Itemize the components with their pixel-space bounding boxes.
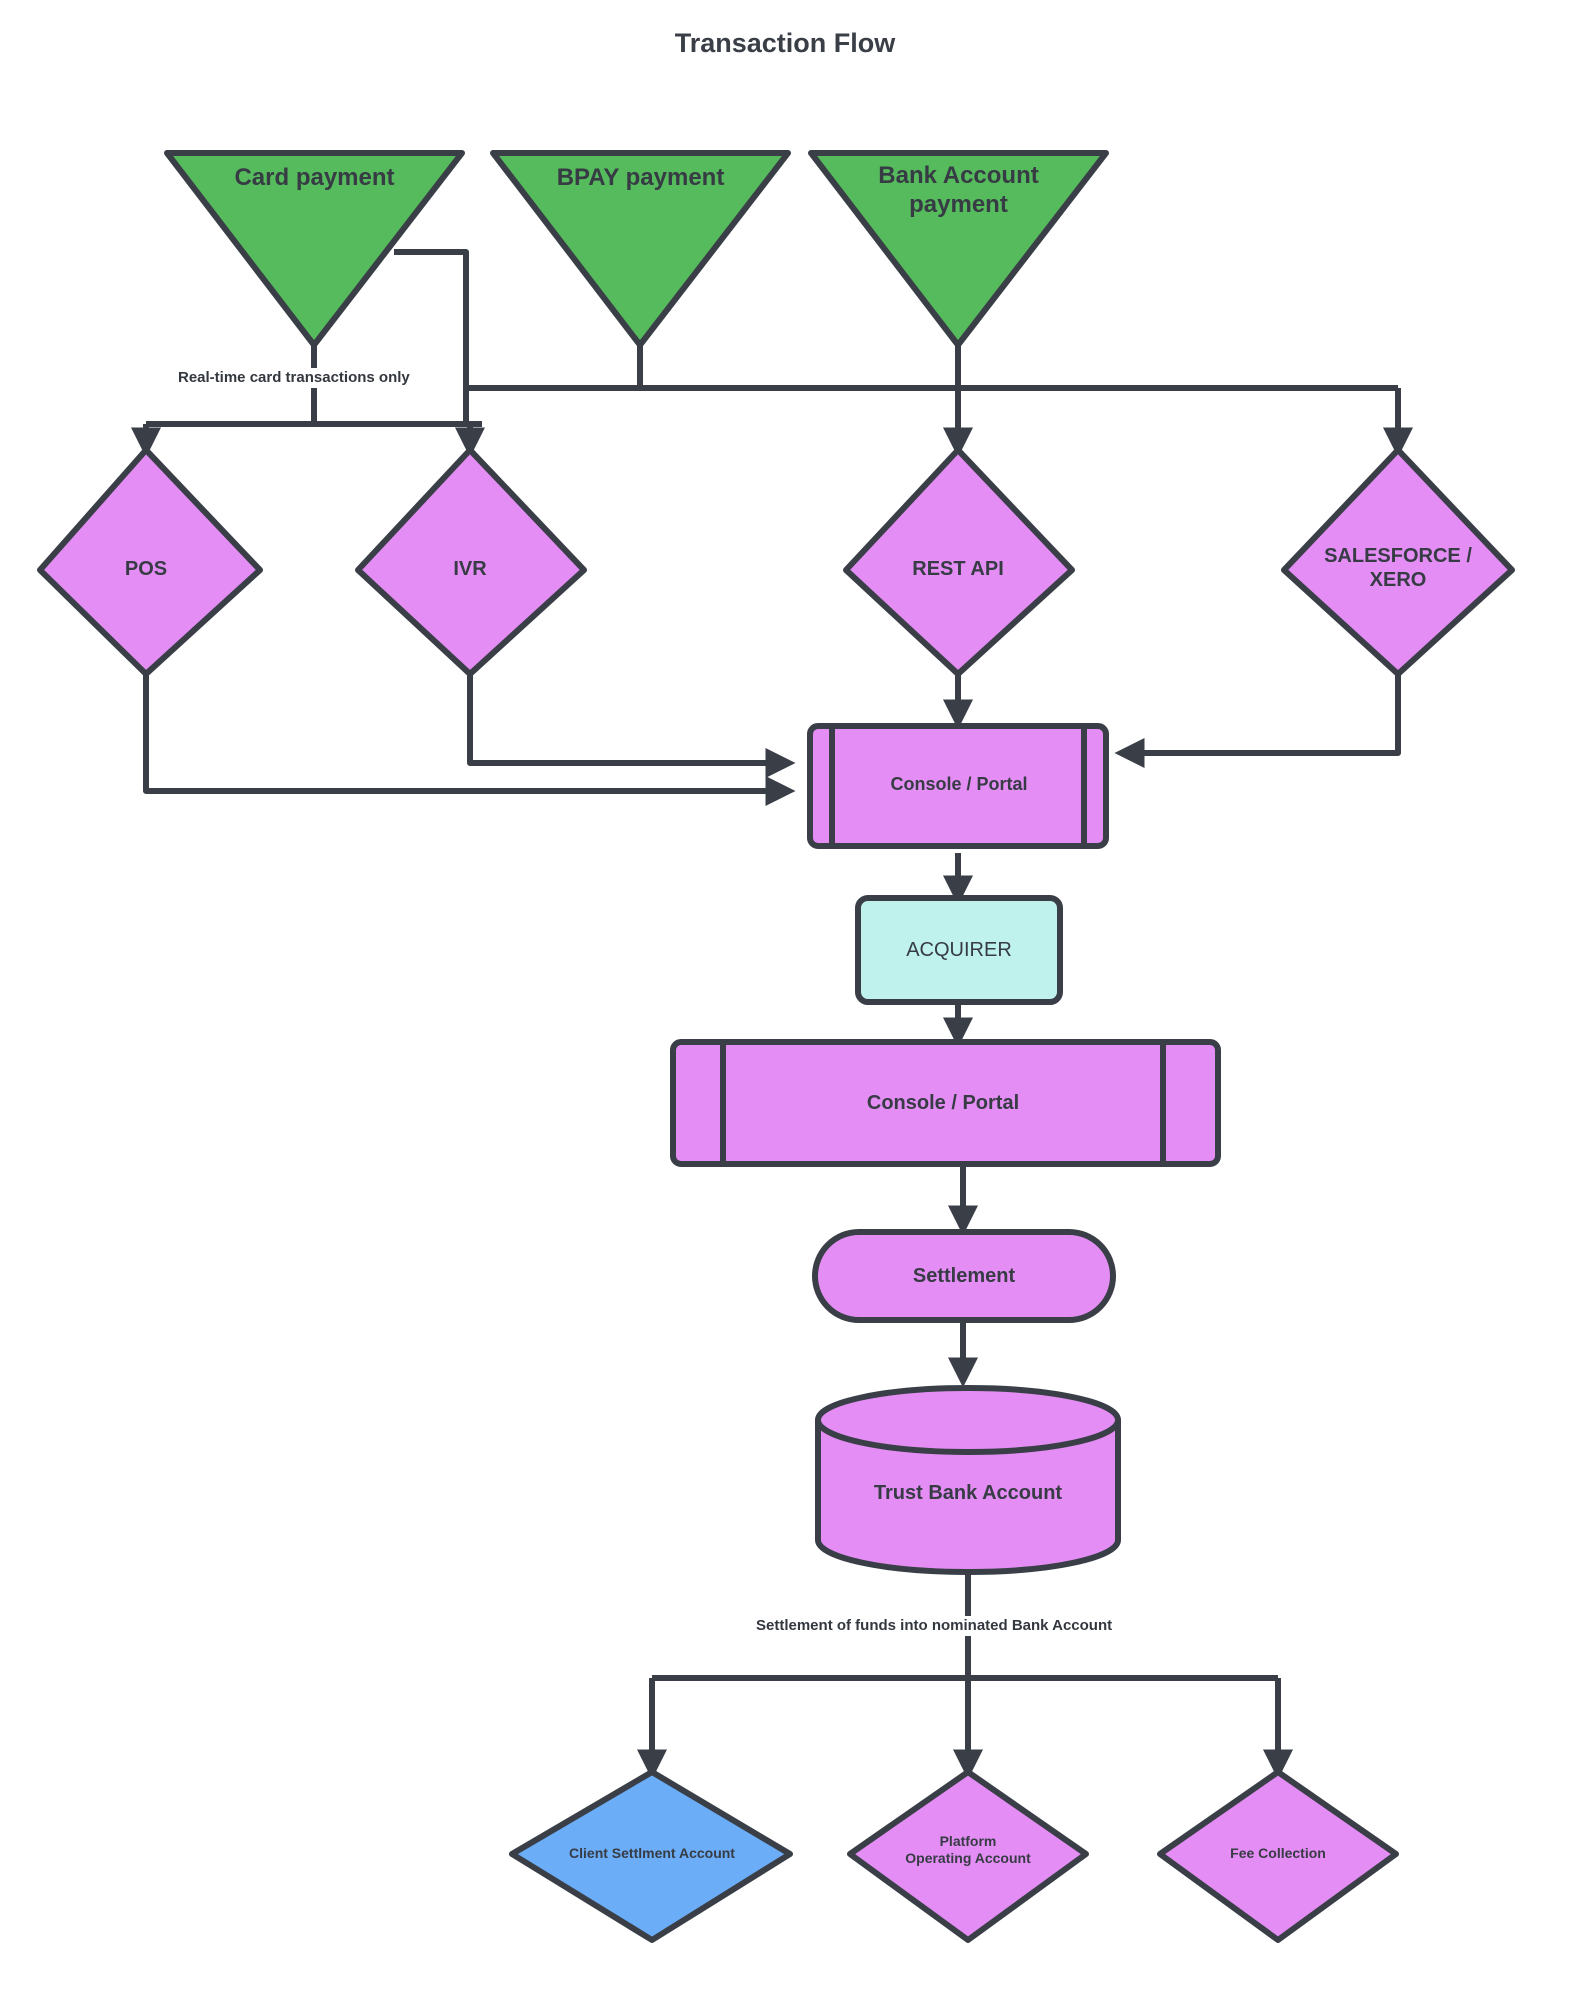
node-pos[interactable] <box>37 447 263 677</box>
node-ivr[interactable] <box>355 447 587 677</box>
node-bpay-payment[interactable] <box>490 150 791 348</box>
node-settlement[interactable] <box>812 1229 1116 1323</box>
edge-ivr-to-console1 <box>467 674 796 778</box>
edge-label-settlement-funds: Settlement of funds into nominated Bank … <box>752 1616 1117 1636</box>
node-fee-collection[interactable] <box>1157 1769 1399 1943</box>
node-client-settlement-account[interactable] <box>509 1769 793 1943</box>
edge-card-right-leg <box>394 249 469 424</box>
node-console-portal-2[interactable] <box>670 1039 1221 1167</box>
edge-group <box>131 249 1413 1780</box>
diagram-title: Transaction Flow <box>674 28 896 58</box>
node-salesforce-xero[interactable] <box>1281 447 1515 677</box>
node-console-portal-1[interactable] <box>807 723 1109 849</box>
node-rest-api[interactable] <box>843 447 1075 677</box>
edge-pos-to-console1 <box>143 674 796 806</box>
node-platform-operating-account[interactable] <box>847 1769 1089 1943</box>
node-trust-bank-account[interactable] <box>815 1385 1121 1575</box>
node-card-payment[interactable] <box>164 150 465 348</box>
edge-label-realtime: Real-time card transactions only <box>174 368 414 388</box>
edge-salesforce-to-console1 <box>1114 674 1401 768</box>
node-acquirer[interactable] <box>855 895 1063 1005</box>
node-bank-account-payment[interactable] <box>808 150 1109 348</box>
